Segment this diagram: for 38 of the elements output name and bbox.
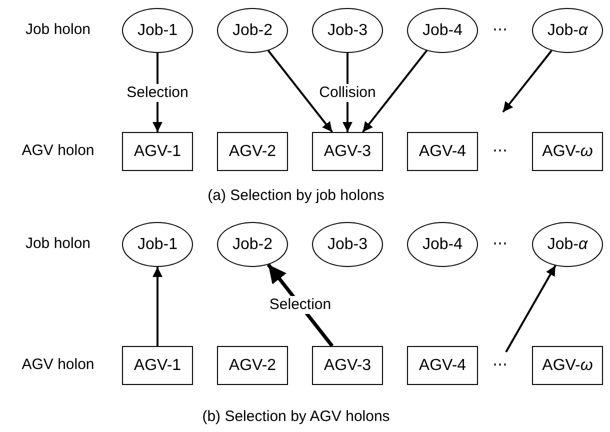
arrow	[505, 265, 556, 352]
agv-box: AGV-4	[407, 132, 478, 171]
job-ellipse: Job-4	[407, 8, 478, 53]
agv-box: AGV-3	[312, 346, 383, 385]
edge-label: Collision	[317, 84, 378, 102]
row-label: ⋯	[492, 235, 508, 253]
job-ellipse: Job-1	[122, 8, 193, 53]
job-ellipse: Job-α	[532, 8, 603, 53]
edge-label: Selection	[267, 296, 334, 314]
job-ellipse: Job-3	[312, 222, 383, 267]
row-label: Job holon	[25, 21, 91, 39]
caption: (b) Selection by AGV holons	[202, 408, 390, 426]
ellipsis: ⋯	[492, 21, 508, 39]
ellipsis: ⋯	[492, 142, 508, 160]
row-label: AGV holon	[22, 142, 94, 160]
job-ellipse: Job-1	[122, 222, 193, 267]
arrow	[152, 267, 162, 346]
caption: (a) Selection by job holons	[208, 187, 384, 205]
job-ellipse: Job-α	[532, 222, 603, 267]
ellipsis: AGV holon	[22, 356, 94, 374]
agv-box: AGV-2	[217, 346, 288, 385]
job-ellipse: Job-4	[407, 222, 478, 267]
agv-box: AGV-1	[122, 346, 193, 385]
agv-box: AGV-4	[407, 346, 478, 385]
job-ellipse: Job-2	[217, 8, 288, 53]
agv-box: AGV-ω	[532, 132, 603, 171]
agv-box: AGV-1	[122, 132, 193, 171]
row-label: ⋯	[492, 356, 508, 374]
ellipsis: Job holon	[25, 235, 91, 253]
agv-box: AGV-ω	[532, 346, 603, 385]
arrow	[362, 50, 428, 133]
arrow	[268, 50, 333, 133]
arrow	[502, 50, 552, 113]
job-ellipse: Job-2	[217, 222, 288, 267]
agv-box: AGV-3	[312, 132, 383, 171]
edge-label: Selection	[124, 84, 190, 102]
agv-box: AGV-2	[217, 132, 288, 171]
job-ellipse: Job-3	[312, 8, 383, 53]
